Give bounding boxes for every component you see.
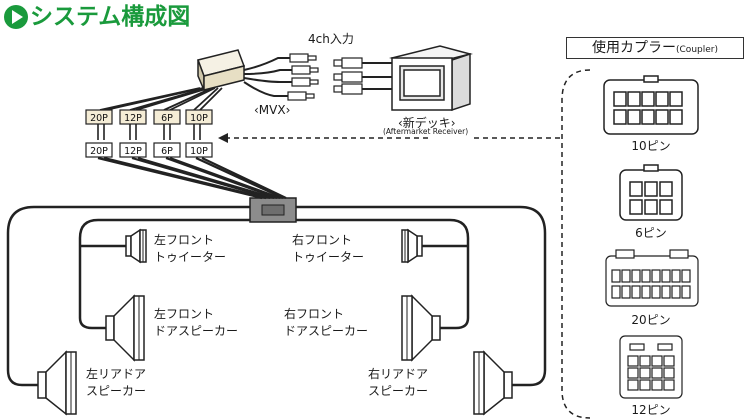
receiver-unit bbox=[389, 45, 473, 112]
wiring-junction bbox=[249, 197, 297, 223]
rear-right-line2: スピーカー bbox=[368, 384, 429, 398]
front-right-tweeter-label: 右フロント トゥイーター bbox=[292, 232, 364, 266]
play-icon bbox=[4, 5, 28, 29]
coupler-20pin-drawing bbox=[605, 249, 699, 307]
front-left-door-label: 左フロント ドアスピーカー bbox=[154, 306, 238, 340]
coupler-title-en: (Coupler) bbox=[676, 45, 718, 55]
rear-right-label: 右リアドア スピーカー bbox=[368, 366, 428, 400]
speaker-rear-right bbox=[473, 350, 513, 416]
new-deck-label: ‹新デッキ› bbox=[398, 116, 456, 130]
dashed-arrow bbox=[218, 133, 428, 143]
coupler-6pin-label: 6ピン bbox=[635, 226, 667, 240]
rear-left-line2: スピーカー bbox=[86, 384, 147, 398]
speaker-front-left bbox=[105, 294, 145, 362]
front-left-tweeter-line2: トゥイーター bbox=[154, 250, 227, 264]
coupler-12pin-drawing bbox=[619, 335, 683, 399]
mvx-unit bbox=[197, 49, 245, 91]
coupler-title: 使用カプラー(Coupler) bbox=[566, 37, 744, 59]
tweeter-front-right bbox=[401, 228, 423, 264]
coupler-bracket bbox=[474, 69, 591, 419]
tweeter-front-left bbox=[125, 228, 147, 264]
chip-top-20p: 20P bbox=[90, 113, 108, 124]
chip-bottom-6p: 6P bbox=[161, 146, 173, 157]
chip-top-10p: 10P bbox=[190, 113, 208, 124]
chip-boxes-bottom bbox=[85, 142, 213, 158]
chip-bottom-12p: 12P bbox=[124, 146, 142, 157]
chip-top-6p: 6P bbox=[161, 113, 173, 124]
front-right-tweeter-line1: 右フロント bbox=[292, 233, 353, 247]
mvx-label: ‹MVX› bbox=[254, 103, 291, 117]
coupler-10pin-label: 10ピン bbox=[631, 139, 671, 153]
coupler-6pin-drawing bbox=[619, 164, 683, 221]
rca-cables bbox=[243, 57, 292, 97]
front-left-door-line2: ドアスピーカー bbox=[154, 324, 239, 338]
coupler-20pin-label: 20ピン bbox=[631, 313, 671, 327]
rca-plugs-left bbox=[287, 53, 319, 101]
page-title: システム構成図 bbox=[30, 4, 191, 30]
chip-bottom-10p: 10P bbox=[190, 146, 208, 157]
front-right-door-label: 右フロント ドアスピーカー bbox=[284, 306, 368, 340]
speaker-wiring bbox=[6, 205, 547, 387]
mvx-wires bbox=[99, 87, 223, 111]
harness-bundle bbox=[97, 156, 287, 200]
rear-right-line1: 右リアドア bbox=[368, 367, 429, 381]
front-left-door-line1: 左フロント bbox=[154, 307, 215, 321]
chip-bottom-20p: 20P bbox=[90, 146, 108, 157]
front-left-tweeter-label: 左フロント トゥイーター bbox=[154, 232, 226, 266]
front-right-door-line2: ドアスピーカー bbox=[284, 324, 369, 338]
chip-links bbox=[97, 124, 201, 140]
new-deck-en-label: (Aftermarket Receiver) bbox=[383, 127, 469, 136]
coupler-title-text: 使用カプラー bbox=[592, 40, 677, 56]
rear-left-label: 左リアドア スピーカー bbox=[86, 366, 146, 400]
chip-boxes-top bbox=[85, 109, 213, 125]
front-left-tweeter-line1: 左フロント bbox=[154, 233, 215, 247]
speaker-front-right bbox=[401, 294, 441, 362]
rear-left-line1: 左リアドア bbox=[86, 367, 147, 381]
front-right-door-line1: 右フロント bbox=[284, 307, 345, 321]
speaker-rear-left bbox=[37, 350, 77, 416]
chip-top-12p: 12P bbox=[124, 113, 142, 124]
coupler-12pin-label: 12ピン bbox=[631, 403, 671, 417]
front-right-tweeter-line2: トゥイーター bbox=[292, 250, 365, 264]
rca-plugs-right bbox=[333, 57, 392, 95]
coupler-10pin-drawing bbox=[603, 75, 699, 135]
input-4ch-label: 4ch入力 bbox=[308, 32, 354, 46]
